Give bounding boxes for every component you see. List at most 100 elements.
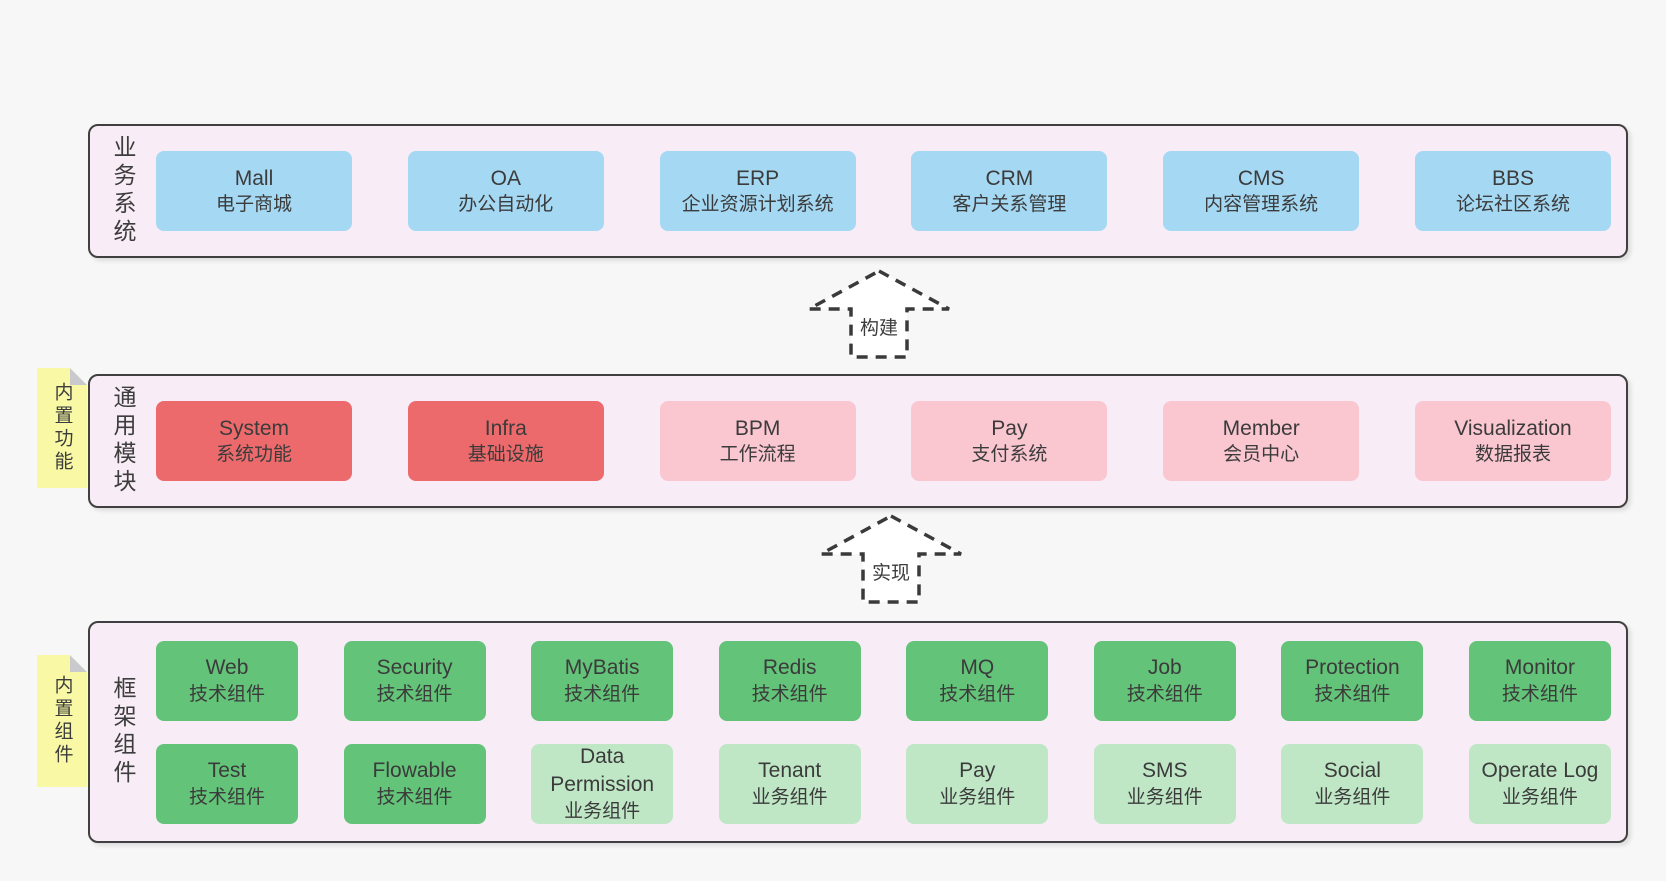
box-subtitle: 系统功能 (215, 444, 292, 466)
component-box-flowable: Flowable 技术组件 (343, 743, 486, 824)
module-box-system: System 系统功能 (156, 401, 352, 481)
box-title: Social (1323, 759, 1381, 783)
business-systems-label: 业务系统 (110, 135, 136, 247)
box-subtitle: 企业资源计划系统 (681, 194, 834, 216)
box-title: Infra (484, 416, 527, 440)
box-title: Redis (762, 656, 817, 680)
implement-arrow: 实现 (818, 513, 964, 605)
system-box-mall: Mall 电子商城 (156, 151, 352, 231)
builtin-components-sticky-label: 内置组件 (51, 675, 73, 767)
box-subtitle: 技术组件 (376, 786, 453, 808)
component-box-protection: Protection 技术组件 (1281, 640, 1424, 721)
box-title: CMS (1237, 166, 1285, 190)
common-modules-panel: 通用模块 System 系统功能 Infra 基础设施 BPM 工作流程 Pay… (88, 374, 1628, 508)
module-box-member: Member 会员中心 (1163, 401, 1360, 481)
box-title: BPM (734, 416, 781, 440)
box-title: Operate Log (1481, 759, 1599, 783)
box-subtitle: 技术组件 (751, 683, 828, 705)
box-subtitle: 业务组件 (1314, 786, 1391, 808)
box-subtitle: 支付系统 (971, 444, 1048, 466)
system-box-bbs: BBS 论坛社区系统 (1414, 151, 1611, 231)
builtin-functions-sticky-note: 内置功能 (37, 368, 87, 488)
box-subtitle: 会员中心 (1223, 444, 1300, 466)
implement-arrow-label: 实现 (868, 557, 914, 586)
framework-components-label: 框架组件 (110, 676, 136, 788)
box-subtitle: 工作流程 (719, 444, 796, 466)
business-systems-panel: 业务系统 Mall 电子商城 OA 办公自动化 ERP 企业资源计划系统 CRM… (88, 124, 1628, 258)
box-title: Test (207, 759, 247, 783)
box-subtitle: 业务组件 (751, 786, 828, 808)
box-subtitle: 技术组件 (939, 683, 1016, 705)
component-box-monitor: Monitor 技术组件 (1468, 640, 1611, 721)
box-title: Visualization (1454, 416, 1572, 440)
business-systems-rows: Mall 电子商城 OA 办公自动化 ERP 企业资源计划系统 CRM 客户关系… (156, 126, 1611, 256)
component-box-mybatis: MyBatis 技术组件 (531, 640, 674, 721)
component-box-social: Social 业务组件 (1281, 743, 1424, 824)
framework-components-row-2: Test 技术组件 Flowable 技术组件 Data Permission … (156, 743, 1611, 824)
builtin-components-sticky-note: 内置组件 (37, 655, 87, 787)
component-box-operate-log: Operate Log 业务组件 (1468, 743, 1611, 824)
box-title: Data Permission (550, 745, 655, 796)
box-title: OA (490, 166, 521, 190)
box-subtitle: 办公自动化 (458, 194, 554, 216)
box-subtitle: 技术组件 (1501, 683, 1578, 705)
component-box-web: Web 技术组件 (156, 640, 298, 721)
box-title: BBS (1491, 166, 1534, 190)
box-subtitle: 业务组件 (939, 786, 1016, 808)
box-title: MQ (960, 656, 995, 680)
box-subtitle: 数据报表 (1474, 444, 1551, 466)
component-box-data-permission: Data Permission 业务组件 (531, 743, 674, 824)
component-box-sms: SMS 业务组件 (1093, 743, 1236, 824)
box-title: Tenant (758, 759, 822, 783)
component-box-redis: Redis 技术组件 (718, 640, 861, 721)
box-title: MyBatis (564, 656, 640, 680)
module-box-visualization: Visualization 数据报表 (1414, 401, 1611, 481)
system-box-crm: CRM 客户关系管理 (911, 151, 1108, 231)
sticky-fold-corner (70, 368, 87, 385)
box-subtitle: 技术组件 (188, 786, 265, 808)
box-subtitle: 电子商城 (215, 194, 292, 216)
build-arrow-label: 构建 (856, 312, 902, 341)
box-title: Protection (1305, 656, 1400, 680)
builtin-functions-sticky-label: 内置功能 (51, 382, 73, 474)
framework-components-panel: 框架组件 Web 技术组件 Security 技术组件 MyBatis 技术组件… (88, 621, 1628, 843)
component-box-mq: MQ 技术组件 (906, 640, 1049, 721)
framework-components-row-1: Web 技术组件 Security 技术组件 MyBatis 技术组件 Redi… (156, 640, 1611, 721)
box-subtitle: 客户关系管理 (952, 194, 1067, 216)
common-modules-label: 通用模块 (110, 385, 136, 497)
component-box-pay: Pay 业务组件 (906, 743, 1049, 824)
box-title: Web (205, 656, 249, 680)
common-modules-rows: System 系统功能 Infra 基础设施 BPM 工作流程 Pay 支付系统… (156, 376, 1611, 506)
system-box-erp: ERP 企业资源计划系统 (659, 151, 856, 231)
module-box-pay: Pay 支付系统 (911, 401, 1108, 481)
system-box-oa: OA 办公自动化 (407, 151, 604, 231)
box-title: CRM (985, 166, 1034, 190)
box-title: Flowable (372, 759, 457, 783)
box-subtitle: 技术组件 (1126, 683, 1203, 705)
box-title: Job (1147, 656, 1182, 680)
framework-components-rows: Web 技术组件 Security 技术组件 MyBatis 技术组件 Redi… (156, 623, 1611, 841)
box-title: Member (1222, 416, 1300, 440)
box-title: Mall (234, 166, 274, 190)
box-title: Security (376, 656, 453, 680)
box-title: Pay (959, 759, 996, 783)
module-box-infra: Infra 基础设施 (407, 401, 604, 481)
box-subtitle: 基础设施 (467, 444, 544, 466)
box-subtitle: 技术组件 (376, 683, 453, 705)
component-box-test: Test 技术组件 (156, 743, 298, 824)
common-modules-row: System 系统功能 Infra 基础设施 BPM 工作流程 Pay 支付系统… (156, 401, 1611, 481)
box-title: Monitor (1504, 656, 1575, 680)
module-box-bpm: BPM 工作流程 (659, 401, 856, 481)
box-subtitle: 业务组件 (1501, 786, 1578, 808)
component-box-tenant: Tenant 业务组件 (718, 743, 861, 824)
component-box-job: Job 技术组件 (1093, 640, 1236, 721)
box-subtitle: 业务组件 (1126, 786, 1203, 808)
box-title: ERP (736, 166, 780, 190)
box-subtitle: 论坛社区系统 (1455, 194, 1570, 216)
box-title: SMS (1142, 759, 1188, 783)
component-box-security: Security 技术组件 (343, 640, 486, 721)
box-title: Pay (991, 416, 1028, 440)
system-box-cms: CMS 内容管理系统 (1163, 151, 1360, 231)
box-title: System (218, 416, 289, 440)
build-arrow: 构建 (806, 268, 952, 360)
